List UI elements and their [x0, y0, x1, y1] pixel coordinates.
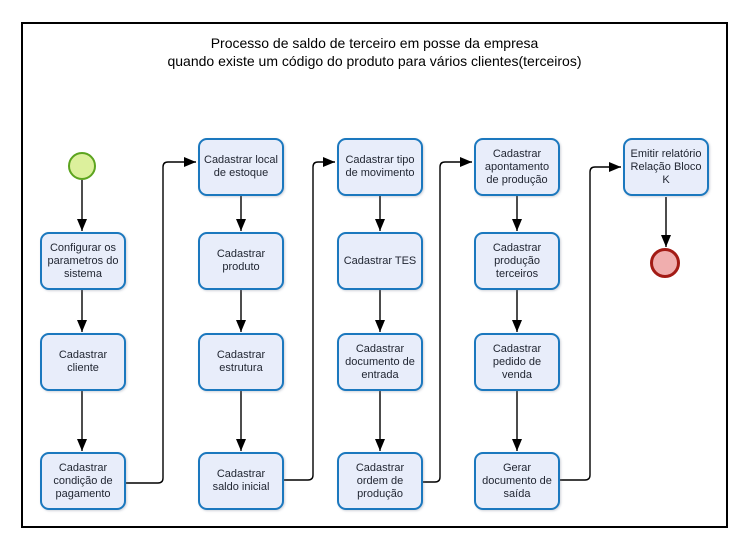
- task-configurar-parametros: Configurar os parametros do sistema: [40, 232, 126, 290]
- diagram-title: Processo de saldo de terceiro em posse d…: [21, 34, 728, 70]
- end-event-circle: [650, 248, 680, 278]
- task-gerar-documento-saida: Gerar documento de saída: [474, 452, 560, 510]
- task-cadastrar-cliente: Cadastrar cliente: [40, 333, 126, 391]
- task-cadastrar-ordem-producao: Cadastrar ordem de produção: [337, 452, 423, 510]
- edge-ordem-apontamento: [423, 157, 472, 483]
- task-cadastrar-local-estoque: Cadastrar local de estoque: [198, 138, 284, 196]
- task-cadastrar-tipo-movimento: Cadastrar tipo de movimento: [337, 138, 423, 196]
- diagram-title-line2: quando existe um código do produto para …: [167, 53, 582, 69]
- start-event-circle: [68, 152, 96, 180]
- edge-saida-emitir: [560, 162, 621, 481]
- task-cadastrar-produto: Cadastrar produto: [198, 232, 284, 290]
- task-cadastrar-saldo-inicial: Cadastrar saldo inicial: [198, 452, 284, 510]
- edge-condicao-estoque: [126, 157, 196, 484]
- task-emitir-relatorio: Emitir relatório Relação Bloco K: [623, 138, 709, 196]
- diagram-title-line1: Processo de saldo de terceiro em posse d…: [210, 35, 539, 51]
- task-cadastrar-tes: Cadastrar TES: [337, 232, 423, 290]
- task-cadastrar-documento-entrada: Cadastrar documento de entrada: [337, 333, 423, 391]
- task-cadastrar-producao-terceiros: Cadastrar produção terceiros: [474, 232, 560, 290]
- task-cadastrar-apontamento-producao: Cadastrar apontamento de produção: [474, 138, 560, 196]
- task-cadastrar-estrutura: Cadastrar estrutura: [198, 333, 284, 391]
- edge-saldo-tipo: [284, 157, 335, 481]
- task-cadastrar-condicao-pagamento: Cadastrar condição de pagamento: [40, 452, 126, 510]
- task-cadastrar-pedido-venda: Cadastrar pedido de venda: [474, 333, 560, 391]
